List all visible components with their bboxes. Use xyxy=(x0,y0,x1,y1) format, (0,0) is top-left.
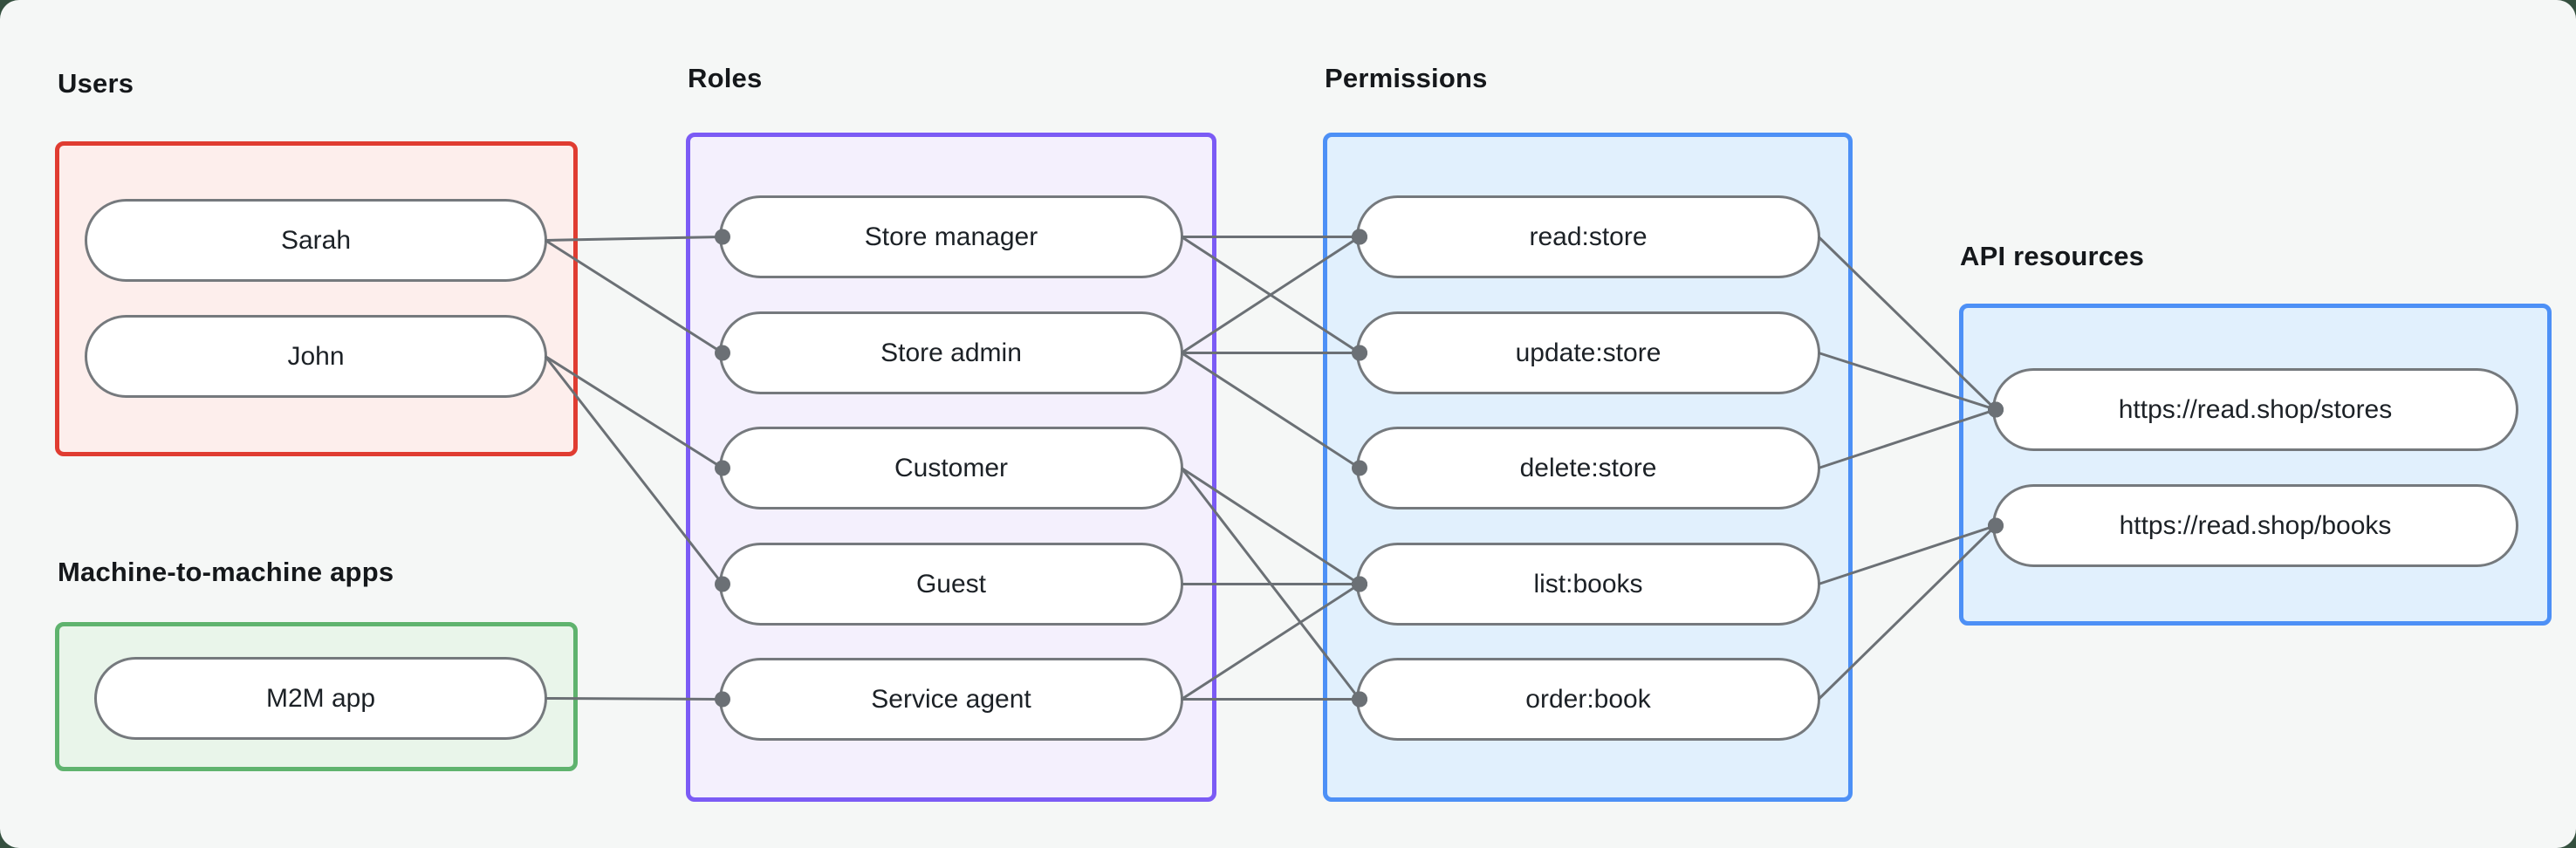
node-m2m-app: M2M app xyxy=(94,657,547,740)
node-role-guest: Guest xyxy=(719,543,1183,626)
node-resource-stores-url: https://read.shop/stores xyxy=(1992,368,2518,451)
node-user-john: John xyxy=(85,315,547,398)
node-user-sarah: Sarah xyxy=(85,199,547,282)
node-permission-list-books: list:books xyxy=(1356,543,1820,626)
node-role-store-admin: Store admin xyxy=(719,311,1183,394)
node-resource-books-url: https://read.shop/books xyxy=(1992,484,2518,567)
m2m-apps-section-label: Machine-to-machine apps xyxy=(58,557,394,587)
node-permission-update-store: update:store xyxy=(1356,311,1820,394)
node-role-customer: Customer xyxy=(719,427,1183,509)
roles-section-label: Roles xyxy=(688,63,763,93)
api-resources-section-label: API resources xyxy=(1960,241,2145,271)
api-resources-group-box xyxy=(1959,304,2552,626)
node-permission-order-book: order:book xyxy=(1356,658,1820,741)
node-role-store-manager: Store manager xyxy=(719,195,1183,278)
users-group-box xyxy=(55,141,578,456)
users-section-label: Users xyxy=(58,68,134,99)
node-permission-read-store: read:store xyxy=(1356,195,1820,278)
node-permission-delete-store: delete:store xyxy=(1356,427,1820,509)
node-role-service-agent: Service agent xyxy=(719,658,1183,741)
permissions-section-label: Permissions xyxy=(1325,63,1488,93)
